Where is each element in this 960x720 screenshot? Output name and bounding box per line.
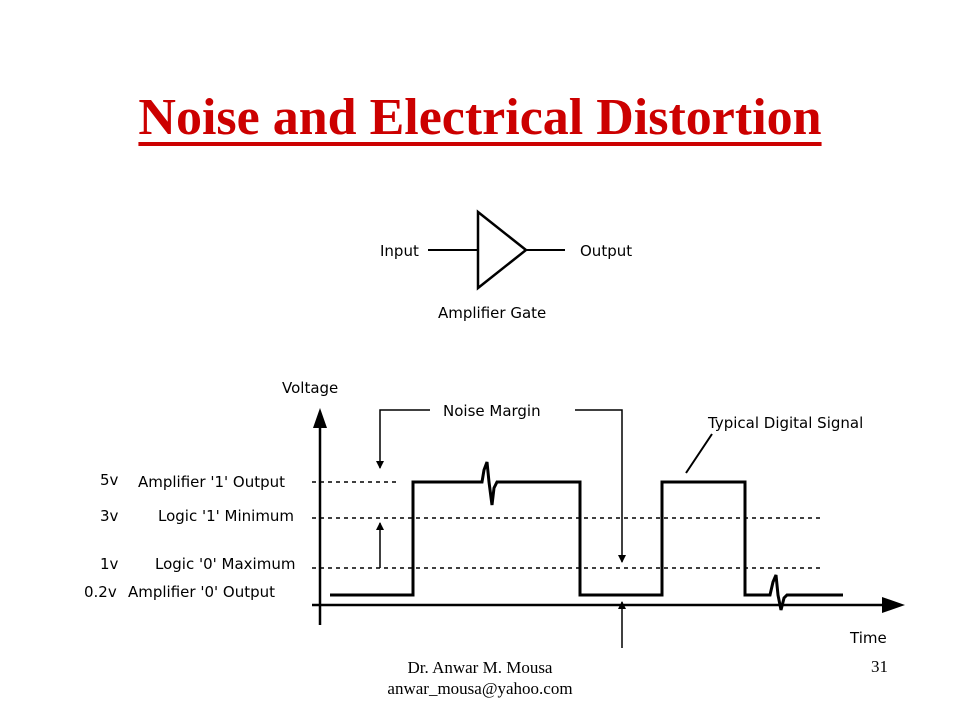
amplifier-input-label: Input xyxy=(380,242,419,260)
footer-email: anwar_mousa@yahoo.com xyxy=(387,679,573,698)
level-voltage-5v: 5v xyxy=(100,471,119,489)
amplifier-output-label: Output xyxy=(580,242,632,260)
voltage-axis-label: Voltage xyxy=(282,379,338,397)
noise-margin-callout: Noise Margin xyxy=(376,402,626,648)
typical-signal-pointer xyxy=(685,433,713,474)
slide-footer: Dr. Anwar M. Mousa anwar_mousa@yahoo.com xyxy=(350,657,610,699)
time-axis-label: Time xyxy=(849,629,887,647)
digital-signal-waveform xyxy=(330,461,843,611)
level-voltage-0_2v: 0.2v xyxy=(84,583,117,601)
page-number: 31 xyxy=(871,657,888,676)
level-desc-logic1: Logic '1' Minimum xyxy=(158,507,294,525)
time-axis-arrow-icon xyxy=(882,597,905,613)
voltage-axis-arrow-icon xyxy=(313,408,327,428)
amplifier-gate-label: Amplifier Gate xyxy=(438,304,546,322)
level-desc-logic0: Logic '0' Maximum xyxy=(155,555,295,573)
amplifier-triangle-icon xyxy=(476,209,529,291)
level-voltage-3v: 3v xyxy=(100,507,119,525)
footer-author: Dr. Anwar M. Mousa xyxy=(407,658,553,677)
level-labels: 5v Amplifier '1' Output 3v Logic '1' Min… xyxy=(84,471,295,601)
level-desc-amp0: Amplifier '0' Output xyxy=(128,583,275,601)
level-dashed-lines xyxy=(312,481,822,569)
noise-margin-arrow-low xyxy=(575,409,626,563)
noise-margin-label: Noise Margin xyxy=(443,402,541,420)
typical-signal-label: Typical Digital Signal xyxy=(707,414,863,432)
signal-callout: Typical Digital Signal xyxy=(685,414,863,474)
amplifier-gate: Input Output Amplifier Gate xyxy=(380,209,632,322)
level-voltage-1v: 1v xyxy=(100,555,119,573)
noise-margin-arrow-high xyxy=(376,409,430,469)
slide-title: Noise and Electrical Distortion xyxy=(138,89,822,146)
level-desc-amp1: Amplifier '1' Output xyxy=(138,473,285,491)
